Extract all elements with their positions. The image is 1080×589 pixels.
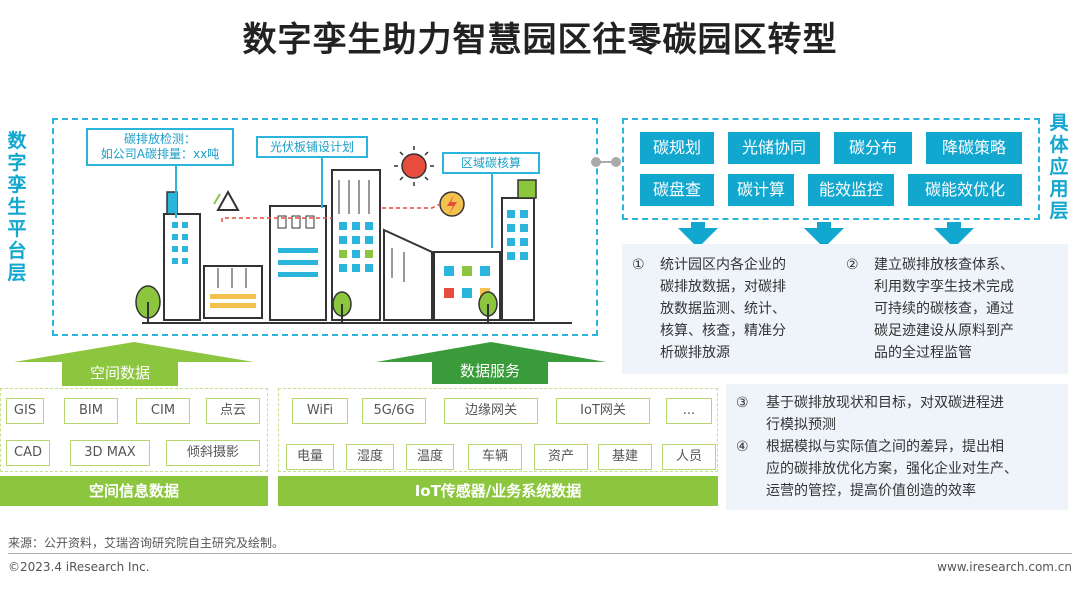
info-item-3: 基于碳排放现状和目标，对双碳进程进 行模拟预测: [766, 392, 1062, 436]
info-line: 碳足迹建设从原料到产: [874, 323, 1014, 339]
callout-line: 碳排放检测：: [123, 132, 196, 146]
website-link[interactable]: www.iresearch.com.cn: [937, 560, 1072, 574]
building-right-icon: [501, 179, 537, 321]
chip-electricity: 电量: [286, 444, 334, 470]
info-line: 碳排放数据，对碳排: [660, 279, 786, 295]
info-line: 统计园区内各企业的: [660, 257, 786, 273]
tree-icon: [478, 291, 498, 323]
info-line: 基于碳排放现状和目标，对双碳进程进: [766, 395, 1004, 411]
app-efficiency-monitor: 能效监控: [808, 174, 894, 206]
arrow-down-icon: [947, 222, 961, 230]
carbon-detect-callout: 碳排放检测： 如公司A碳排量：xx吨: [86, 128, 234, 166]
app-carbon-reduction: 降碳策略: [926, 132, 1022, 164]
chip-3dmax: 3D MAX: [70, 440, 150, 466]
iot-data-bar: IoT传感器/业务系统数据: [278, 476, 718, 506]
spatial-data-label: 空间数据: [62, 360, 178, 386]
building-slanted-icon: [383, 228, 433, 321]
chip-temperature: 温度: [406, 444, 454, 470]
region-accounting-callout: 区域碳核算: [442, 152, 540, 174]
info-line: 利用数字孪生技术完成: [874, 279, 1014, 295]
tree-icon: [135, 285, 161, 323]
arrow-down-icon: [934, 228, 974, 248]
chip-iot-gateway: IoT网关: [556, 398, 650, 424]
spatial-up-arrow-icon: [14, 342, 254, 362]
chip-wifi: WiFi: [292, 398, 348, 424]
chip-more: ...: [666, 398, 712, 424]
application-layer-label: 具体应用层: [1049, 112, 1069, 222]
info-line: 行模拟预测: [766, 417, 836, 433]
chip-point-cloud: 点云: [206, 398, 260, 424]
item-number: ④: [736, 439, 749, 455]
arrow-down-icon: [678, 228, 718, 248]
data-service-label: 数据服务: [432, 358, 548, 384]
info-item-4: 根据模拟与实际值之间的差异，提出相 应的碳排放优化方案，强化企业对生产、 运营的…: [766, 436, 1062, 502]
source-note: 来源：公开资料，艾瑞咨询研究院自主研究及绘制。: [8, 536, 285, 550]
app-efficiency-optimize: 碳能效优化: [908, 174, 1022, 206]
info-line: 根据模拟与实际值之间的差异，提出相: [766, 439, 1004, 455]
info-line: 运营的管控，提高价值创造的效率: [766, 483, 976, 499]
platform-layer-label: 数字孪生平台层: [7, 130, 27, 284]
info-line: 核算、核查，精准分: [660, 323, 786, 339]
copyright: ©2023.4 iResearch Inc.: [8, 560, 150, 574]
pv-plan-callout: 光伏板铺设计划: [256, 136, 368, 158]
building-low-icon: [203, 265, 263, 319]
info-line: 可持续的碳核查，通过: [874, 301, 1014, 317]
info-panel-top: [622, 244, 1068, 374]
app-carbon-planning: 碳规划: [640, 132, 714, 164]
tree-icon: [332, 291, 352, 323]
item-number: ③: [736, 395, 749, 411]
chip-5g6g: 5G/6G: [362, 398, 426, 424]
spatial-chips-frame: [0, 388, 268, 472]
chip-oblique-photo: 倾斜摄影: [166, 440, 260, 466]
info-item-1: 统计园区内各企业的 碳排放数据，对碳排 放数据监测、统计、 核算、核查，精准分 …: [660, 254, 830, 364]
arrow-down-icon: [817, 222, 831, 230]
item-number: ②: [846, 257, 859, 273]
info-line: 放数据监测、统计、: [660, 301, 786, 317]
arrow-down-icon: [691, 222, 705, 230]
chip-cad: CAD: [6, 440, 50, 466]
building-middle-icon: [269, 205, 327, 321]
chip-infrastructure: 基建: [598, 444, 652, 470]
iot-up-arrow-icon: [376, 342, 606, 362]
chip-bim: BIM: [64, 398, 118, 424]
chip-cim: CIM: [136, 398, 190, 424]
applications-frame: [622, 118, 1040, 220]
chip-humidity: 湿度: [346, 444, 394, 470]
connector-icon: [591, 157, 621, 167]
spatial-info-bar: 空间信息数据: [0, 476, 268, 506]
info-item-2: 建立碳排放核查体系、 利用数字孪生技术完成 可持续的碳核查，通过 碳足迹建设从原…: [874, 254, 1064, 364]
info-line: 应的碳排放优化方案，强化企业对生产、: [766, 461, 1018, 477]
energy-icon: [439, 191, 465, 217]
building-left-icon: [163, 191, 201, 321]
footer-divider: [8, 553, 1072, 554]
app-pv-storage: 光储协同: [728, 132, 820, 164]
info-line: 建立碳排放核查体系、: [874, 257, 1014, 273]
recycle-icon: [213, 189, 240, 211]
chip-gis: GIS: [6, 398, 44, 424]
arrow-down-icon: [804, 228, 844, 248]
app-carbon-distribution: 碳分布: [834, 132, 912, 164]
info-line: 析碳排放源: [660, 345, 730, 361]
app-carbon-calc: 碳计算: [728, 174, 794, 206]
info-line: 品的全过程监管: [874, 345, 972, 361]
info-panel-bottom: [726, 384, 1068, 510]
chip-personnel: 人员: [662, 444, 716, 470]
app-carbon-inventory: 碳盘查: [640, 174, 714, 206]
callout-line: 如公司A碳排量：xx吨: [100, 147, 220, 161]
sun-icon: [394, 146, 434, 186]
chip-assets: 资产: [534, 444, 588, 470]
item-number: ①: [632, 257, 645, 273]
chip-vehicle: 车辆: [468, 444, 522, 470]
page-title: 数字孪生助力智慧园区往零碳园区转型: [242, 20, 838, 60]
iot-chips-frame: [278, 388, 718, 472]
digital-twin-scene-frame: [52, 118, 598, 336]
chip-edge-gateway: 边缘网关: [444, 398, 538, 424]
city-illustration: [135, 146, 572, 324]
